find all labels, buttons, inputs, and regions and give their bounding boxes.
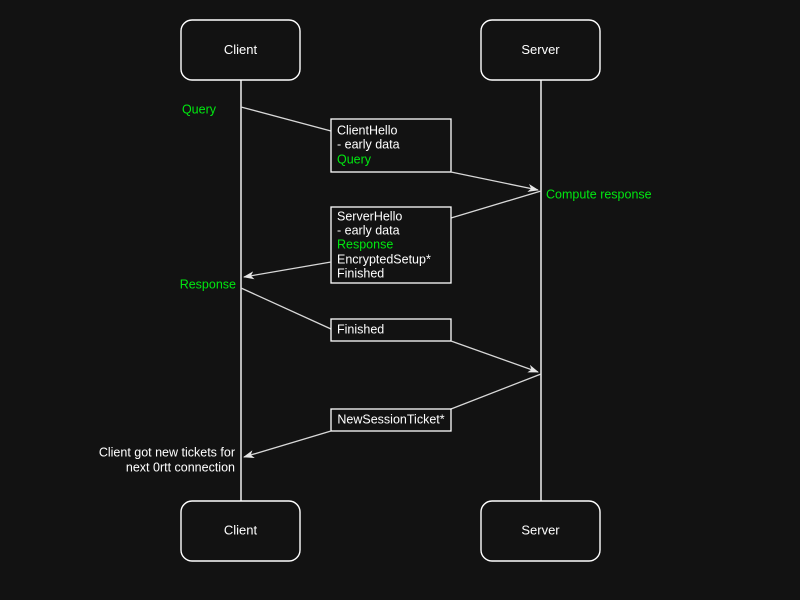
message-box-finished[interactable] [330, 318, 452, 342]
actor-label-server-bottom: Server [521, 522, 560, 537]
message-line-server-hello-3: Response [337, 237, 393, 251]
actor-label-client-bottom: Client [224, 522, 258, 537]
message-line-server-hello-5: Finished [337, 266, 384, 280]
actor-label-server-top: Server [521, 42, 560, 57]
actor-box-server-top[interactable] [480, 19, 601, 81]
message-line-client-hello-3: Query [337, 152, 372, 166]
actor-label-client-top: Client [224, 42, 258, 57]
message-line-server-hello-2: - early data [337, 223, 400, 237]
note-tickets-line1: Client got new tickets for [99, 445, 235, 459]
message-box-new-session-ticket[interactable] [330, 408, 452, 432]
arrow-server-to-serverhello [450, 190, 542, 219]
message-line-client-hello-2: - early data [337, 137, 400, 151]
actor-box-server-bottom[interactable] [480, 500, 601, 562]
message-line-new-session-ticket: NewSessionTicket* [337, 412, 444, 426]
message-line-server-hello-4: EncryptedSetup* [337, 252, 431, 266]
arrow-newsessionticket-to-client [243, 430, 332, 458]
note-query: Query [182, 102, 217, 116]
actor-box-client-top[interactable] [180, 19, 301, 81]
message-line-server-hello-1: ServerHello [337, 209, 402, 223]
arrow-server-to-newsessionticket [450, 373, 542, 410]
message-box-client-hello[interactable] [330, 118, 452, 173]
message-line-client-hello-1: ClientHello [337, 123, 397, 137]
arrow-client-to-clienthello [240, 106, 332, 132]
actor-box-client-bottom[interactable] [180, 500, 301, 562]
note-response: Response [180, 277, 236, 291]
arrow-serverhello-to-client [243, 261, 332, 280]
arrow-finished-to-server [450, 340, 539, 373]
note-compute-response: Compute response [546, 187, 652, 201]
arrow-client-to-finished [240, 287, 332, 330]
message-box-server-hello[interactable] [330, 206, 452, 284]
note-tickets-line2: next 0rtt connection [126, 460, 235, 474]
message-line-finished: Finished [337, 322, 384, 336]
arrow-clienthello-to-server [450, 171, 539, 192]
